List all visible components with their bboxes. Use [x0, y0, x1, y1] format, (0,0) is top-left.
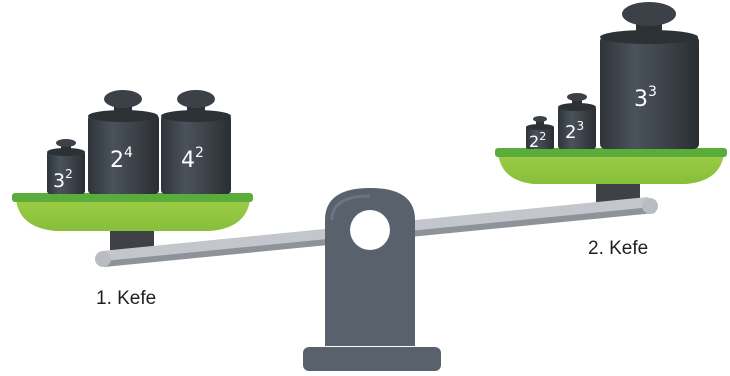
weight-right-1-base: 2	[529, 132, 539, 151]
right-pan-label: 2. Kefe	[588, 238, 648, 259]
weight-left-2: 24	[88, 90, 159, 194]
left-pan	[12, 193, 253, 231]
left-pan-label: 1. Kefe	[96, 288, 156, 309]
left-weights: 32 24 42	[47, 90, 231, 194]
weight-left-2-base: 2	[110, 148, 124, 173]
fulcrum-pivot	[350, 210, 390, 250]
fulcrum-base	[303, 347, 441, 371]
weight-right-2: 23	[558, 93, 596, 149]
weight-left-1: 32	[47, 139, 85, 194]
weight-right-2-exp: 3	[576, 119, 584, 133]
weight-right-1: 22	[526, 116, 554, 151]
weight-right-2-base: 2	[565, 122, 576, 143]
right-weights: 22 23 33	[526, 2, 699, 151]
weight-right-3-exp: 3	[648, 84, 657, 100]
weight-left-3-base: 4	[181, 148, 195, 173]
weight-left-1-exp: 2	[65, 167, 73, 181]
weight-left-2-exp: 4	[124, 145, 133, 161]
fulcrum-stand	[303, 188, 441, 371]
weight-left-1-base: 3	[53, 170, 65, 192]
weight-left-3-exp: 2	[195, 145, 204, 161]
weight-right-3-base: 3	[634, 87, 648, 112]
weight-right-3: 33	[600, 2, 699, 149]
weight-right-1-exp: 2	[539, 130, 546, 143]
right-pan	[495, 148, 727, 184]
weight-left-3: 42	[161, 90, 231, 194]
